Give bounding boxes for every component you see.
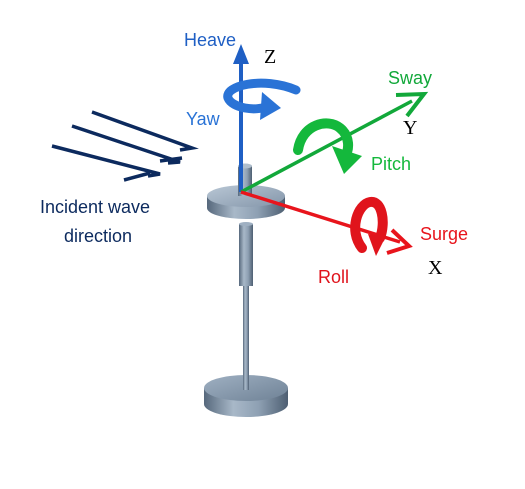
incident-wave-arrows <box>51 110 199 182</box>
sway-arrowhead <box>395 91 429 118</box>
middle-column <box>239 224 253 286</box>
y-axis-label: Y <box>403 117 417 139</box>
roll-rotation-arrow <box>350 197 388 256</box>
wave-arrow-2 <box>71 124 181 165</box>
sway-axis <box>240 99 413 194</box>
wave-arrow-3 <box>51 144 161 178</box>
wave-arrow-1 <box>91 110 199 152</box>
roll-arc <box>350 197 388 253</box>
pitch-label: Pitch <box>371 154 411 174</box>
surge-axis <box>240 190 401 244</box>
sway-label: Sway <box>388 68 432 88</box>
wave-arrow-3-tail <box>123 171 151 182</box>
pitch-arrowhead <box>332 146 362 174</box>
roll-arrowhead <box>368 234 386 256</box>
wave-arrow-2-tail <box>159 156 183 163</box>
axes <box>233 44 429 255</box>
x-axis-label: X <box>428 257 443 279</box>
pitch-arc <box>293 118 354 163</box>
roll-label: Roll <box>318 267 349 287</box>
yaw-arc <box>223 78 301 114</box>
lower-rod <box>243 282 249 390</box>
wave-label-line1: Incident wave <box>40 197 150 217</box>
yaw-arrowhead <box>260 92 281 120</box>
wave-label-line2: direction <box>64 226 132 246</box>
z-axis-label: Z <box>264 46 276 68</box>
heave-label: Heave <box>184 30 236 50</box>
heave-arrowhead <box>233 44 249 64</box>
surge-label: Surge <box>420 224 468 244</box>
yaw-label: Yaw <box>186 109 221 129</box>
surge-arrowhead <box>386 228 413 255</box>
yaw-rotation-arrow <box>223 78 301 120</box>
pitch-rotation-arrow <box>293 118 362 174</box>
